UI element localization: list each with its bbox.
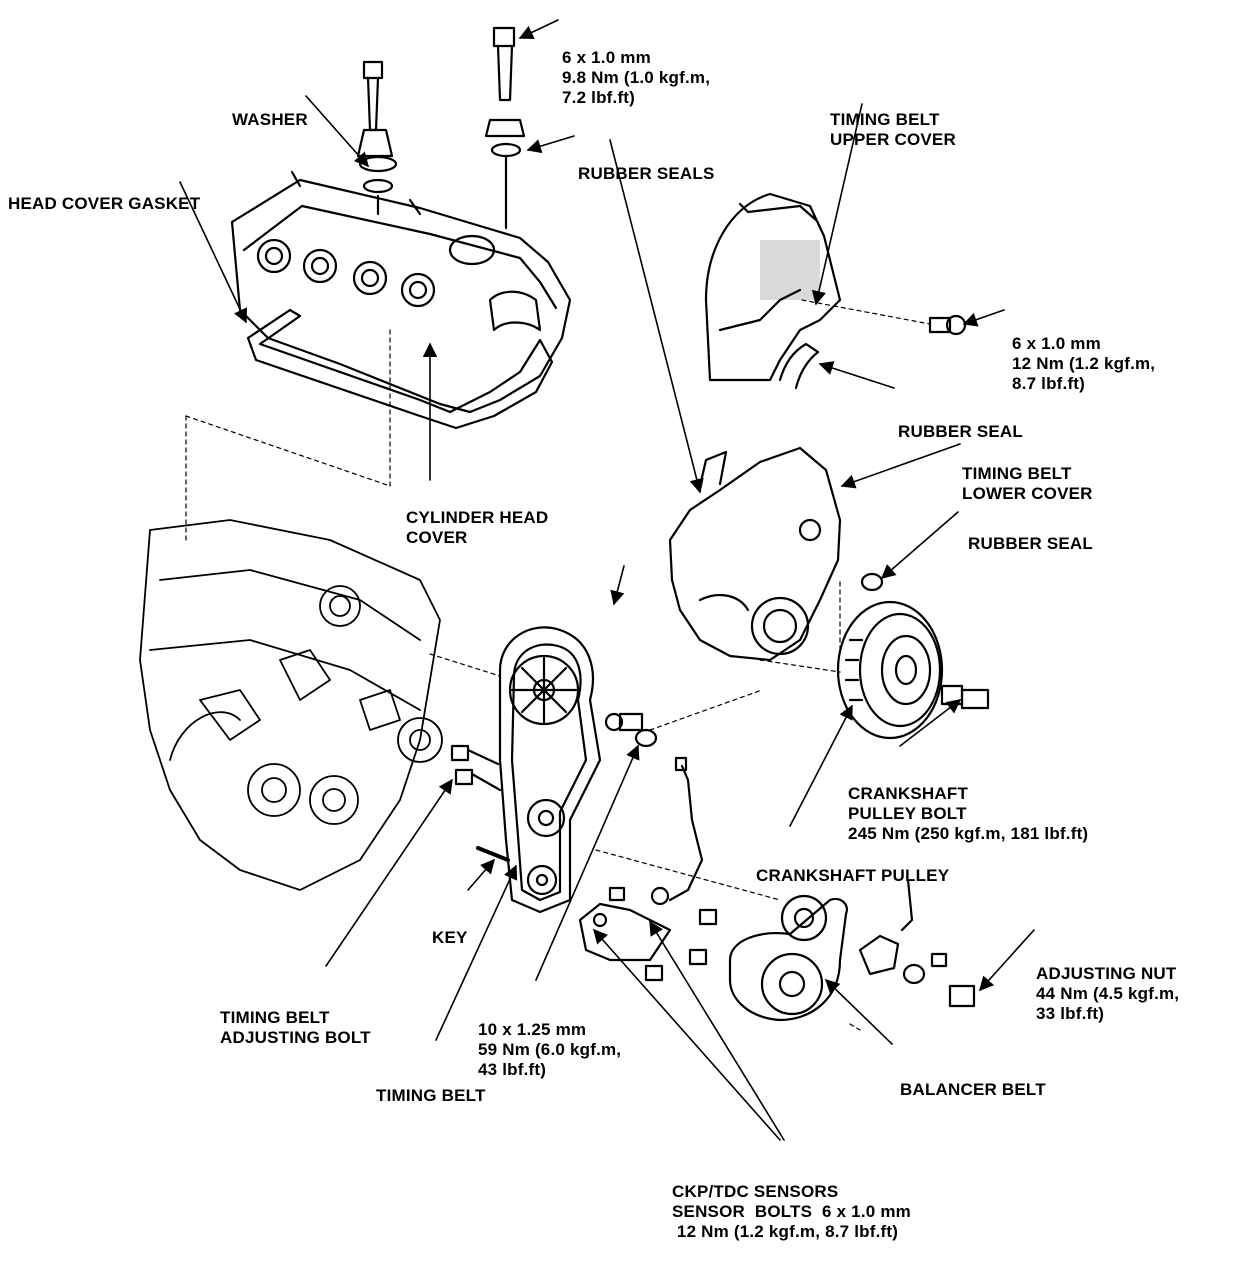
- crankshaft-pulley-drawing: [836, 600, 944, 740]
- tensioner-bolt-drawing: [604, 712, 658, 748]
- washer-bolt-drawing: [356, 60, 398, 216]
- label-rubber-seal-lower: RUBBER SEAL: [968, 534, 1093, 553]
- label-crankshaft-pulley: CRANKSHAFT PULLEY: [756, 866, 950, 885]
- leader-arrows: [179, 19, 1035, 1141]
- lower-cover-drawing: [668, 446, 842, 662]
- ckp-tdc-sensor-drawing: [578, 756, 718, 982]
- lower-rubber-seal-drawing: [860, 572, 884, 592]
- head-cover-gasket-drawing: [246, 308, 554, 430]
- upper-cover-bolt-drawing: [928, 314, 967, 336]
- key-drawing: [476, 846, 510, 862]
- label-head-cover-gasket: HEAD COVER GASKET: [8, 194, 201, 213]
- install-direction-arrow: [610, 565, 625, 606]
- adjusting-nut-drawing: [858, 878, 976, 1008]
- label-rubber-seal-upper: RUBBER SEAL: [898, 422, 1023, 441]
- label-rubber-seals: RUBBER SEALS: [578, 164, 715, 183]
- balancer-belt-drawing: [728, 894, 848, 1022]
- label-washer: WASHER: [232, 110, 308, 129]
- timing-belt-drawing: [498, 626, 602, 914]
- alignment-lines: [185, 299, 931, 1031]
- cylinder-head-cover-drawing: [230, 170, 572, 414]
- label-timing-belt: TIMING BELT: [376, 1086, 486, 1105]
- adjusting-bolt-drawing: [450, 744, 502, 792]
- upper-cover-drawing: [704, 192, 842, 390]
- engine-block-drawing: [139, 519, 443, 891]
- crankshaft-pulley-bolt-drawing: [940, 684, 990, 710]
- label-key: KEY: [432, 928, 468, 947]
- top-bolt-drawing: [484, 26, 526, 230]
- drawing-art: [139, 19, 1035, 1141]
- label-balancer-belt: BALANCER BELT: [900, 1080, 1046, 1099]
